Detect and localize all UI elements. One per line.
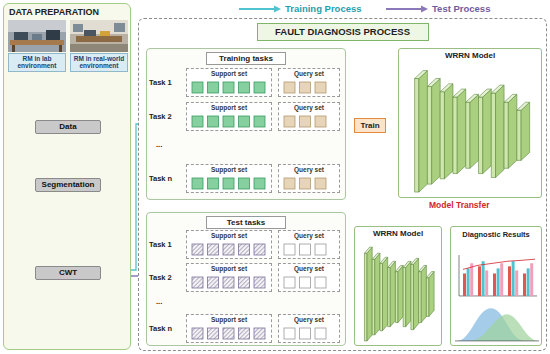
label-text: Support set [187, 315, 271, 324]
task-label: ... [156, 140, 162, 149]
photo-card: RM in real-world environment [70, 20, 128, 72]
task-label: Task n [149, 324, 172, 333]
result-box: Diagnostic Results [450, 226, 542, 346]
step-box: Segmentation [35, 178, 101, 192]
sample-squares [279, 115, 339, 129]
sample-squares [279, 81, 339, 95]
label-text: DATA PREPARATION [9, 7, 125, 18]
label-text: FAULT DIAGNOSIS PROCESS [257, 23, 429, 41]
model-box: WRRN Model [398, 48, 542, 198]
sample-squares [187, 276, 271, 290]
sample-set: Query set [278, 68, 340, 97]
data-panel: DATA PREPARATION RM in lab environmentRM … [3, 3, 131, 350]
sample-squares [279, 243, 339, 257]
sample-set: Support set [186, 68, 272, 97]
sample-set: Query set [278, 164, 340, 193]
photo-card: RM in lab environment [8, 20, 66, 72]
label-text: Support set [187, 165, 271, 174]
label-text: Support set [187, 264, 271, 273]
sample-set: Query set [278, 102, 340, 131]
label-text: Query set [279, 103, 339, 112]
sample-squares [279, 276, 339, 290]
model-box: WRRN Model [354, 226, 442, 346]
task-label: Task n [149, 174, 172, 183]
sample-squares [187, 81, 271, 95]
task-label: Task 2 [149, 273, 172, 282]
legend-text: Training Process [285, 3, 362, 15]
label-text: Support set [187, 231, 271, 240]
sample-squares [187, 243, 271, 257]
label-text: WRRN Model [399, 51, 541, 61]
task-label: Task 2 [149, 112, 172, 121]
sample-squares [187, 177, 271, 191]
label-text: Data [36, 121, 100, 133]
label-text: Query set [279, 315, 339, 324]
label-text: WRRN Model [355, 229, 441, 239]
network-illustration [399, 64, 541, 196]
label-text: Segmentation [36, 179, 100, 191]
sample-squares [187, 327, 271, 341]
label-text: Training tasks [206, 52, 286, 65]
step-box: Data [35, 120, 101, 134]
label-text: Train [355, 119, 385, 132]
edge-label: Model Transfer [428, 200, 490, 211]
label-text: Query set [279, 264, 339, 273]
legend-sample [239, 6, 281, 13]
task-label: Task 1 [149, 78, 172, 87]
step-box: CWT [35, 266, 101, 280]
task-panel: Training tasksSupport setQuery setSuppor… [146, 48, 346, 200]
label-text: Query set [279, 69, 339, 78]
label-text: RM in lab environment [8, 53, 66, 72]
label-text: Test tasks [206, 216, 286, 229]
sample-set: Support set [186, 230, 272, 259]
task-label: Task 1 [149, 240, 172, 249]
task-label: ... [156, 297, 162, 306]
sample-set: Support set [186, 164, 272, 193]
label-text: Query set [279, 165, 339, 174]
legend-text: Test Process [432, 3, 490, 15]
process-region: FAULT DIAGNOSIS PROCESS Training tasksSup… [138, 18, 547, 351]
results-chart [451, 251, 541, 345]
label-text: CWT [36, 267, 100, 279]
label-text: RM in real-world environment [70, 53, 128, 72]
photo-illustration [70, 20, 128, 52]
legend-sample [386, 6, 428, 13]
sample-set: Query set [278, 314, 340, 343]
sample-set: Query set [278, 263, 340, 292]
sample-set: Support set [186, 263, 272, 292]
sample-squares [187, 115, 271, 129]
sample-squares [279, 177, 339, 191]
network-illustration [355, 242, 441, 344]
train-box: Train [354, 118, 386, 133]
label-text: Support set [187, 69, 271, 78]
photo-illustration [8, 20, 66, 52]
sample-set: Support set [186, 102, 272, 131]
label-text: Support set [187, 103, 271, 112]
label-text: Query set [279, 231, 339, 240]
label-text: Diagnostic Results [451, 230, 541, 239]
task-panel: Test tasksSupport setQuery setSupport se… [146, 212, 346, 346]
sample-set: Query set [278, 230, 340, 259]
sample-squares [279, 327, 339, 341]
sample-set: Support set [186, 314, 272, 343]
